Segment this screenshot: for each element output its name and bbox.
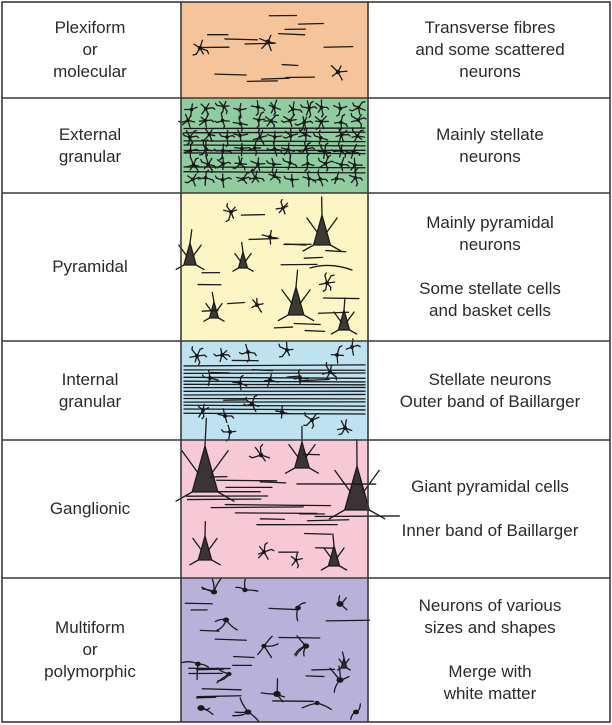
fibre-line [184, 413, 365, 414]
layer-name: Pyramidal [6, 193, 174, 341]
description-paragraph: Giant pyramidal cells [411, 476, 569, 498]
layer-name: Internalgranular [6, 341, 174, 440]
description-paragraph: Inner band of Baillarger [402, 520, 579, 542]
description-line: Merge with [444, 661, 537, 683]
fibre-line [324, 47, 353, 48]
fibre-line [282, 65, 298, 66]
fibre-line [241, 215, 264, 216]
layer-name-line: Plexiform [55, 17, 126, 39]
fibre-line [184, 394, 365, 395]
description-line: Giant pyramidal cells [411, 476, 569, 498]
layer-fill [181, 341, 368, 440]
fibre-line [215, 74, 246, 75]
fibre-line [306, 676, 324, 677]
fibre-line [197, 697, 216, 698]
fibre-line [326, 620, 369, 621]
description-line: and basket cells [419, 300, 561, 322]
layer-name-line: granular [59, 146, 121, 168]
fibre-line [184, 384, 365, 385]
description-line: Neurons of various [419, 595, 562, 617]
layer-name: Ganglionic [6, 440, 174, 578]
layer-name-line: External [59, 124, 121, 146]
description-line: and some scattered [415, 39, 564, 61]
fibre-line [217, 480, 277, 481]
layer-name-line: Pyramidal [52, 256, 128, 278]
description-line: Outer band of Baillarger [400, 391, 581, 413]
layer-name-line: Internal [62, 369, 119, 391]
layer-name-line: molecular [53, 61, 127, 83]
layer-name-line: polymorphic [44, 661, 136, 683]
description-line: Some stellate cells [419, 278, 561, 300]
layer-name-line: Multiform [55, 617, 125, 639]
description-line: neurons [415, 61, 564, 83]
fibre-line [304, 257, 322, 258]
description-line: Inner band of Baillarger [402, 520, 579, 542]
layer-description: Giant pyramidal cellsInner band of Baill… [370, 440, 610, 578]
description-paragraph: Mainly pyramidalneurons [426, 212, 554, 256]
fibre-line [245, 43, 275, 44]
description-line: white matter [444, 683, 537, 705]
description-line: sizes and shapes [419, 617, 562, 639]
description-line: Stellate neurons [400, 369, 581, 391]
description-line: neurons [426, 234, 554, 256]
fibre-line [211, 507, 303, 508]
layer-name: Externalgranular [6, 98, 174, 193]
description-line: Mainly pyramidal [426, 212, 554, 234]
fibre-line [184, 405, 365, 406]
fibre-line [305, 331, 324, 332]
layer-name-line: granular [59, 391, 121, 413]
fibre-line [299, 24, 324, 25]
fibre-line [184, 153, 365, 154]
description-line: Transverse fibres [415, 17, 564, 39]
fibre-line [274, 327, 292, 328]
description-paragraph: Some stellate cellsand basket cells [419, 278, 561, 322]
fibre-line [305, 534, 332, 535]
layer-name-line: Ganglionic [50, 498, 130, 520]
layer-fill [181, 2, 368, 98]
description-line: Mainly stellate [436, 124, 544, 146]
description-line: neurons [436, 146, 544, 168]
description-paragraph: Neurons of varioussizes and shapes [419, 595, 562, 639]
fibre-line [260, 519, 284, 520]
fibre-line [323, 298, 358, 299]
layer-name-line: or [82, 639, 97, 661]
fibre-line [225, 39, 257, 40]
layer-name-line: or [82, 39, 97, 61]
